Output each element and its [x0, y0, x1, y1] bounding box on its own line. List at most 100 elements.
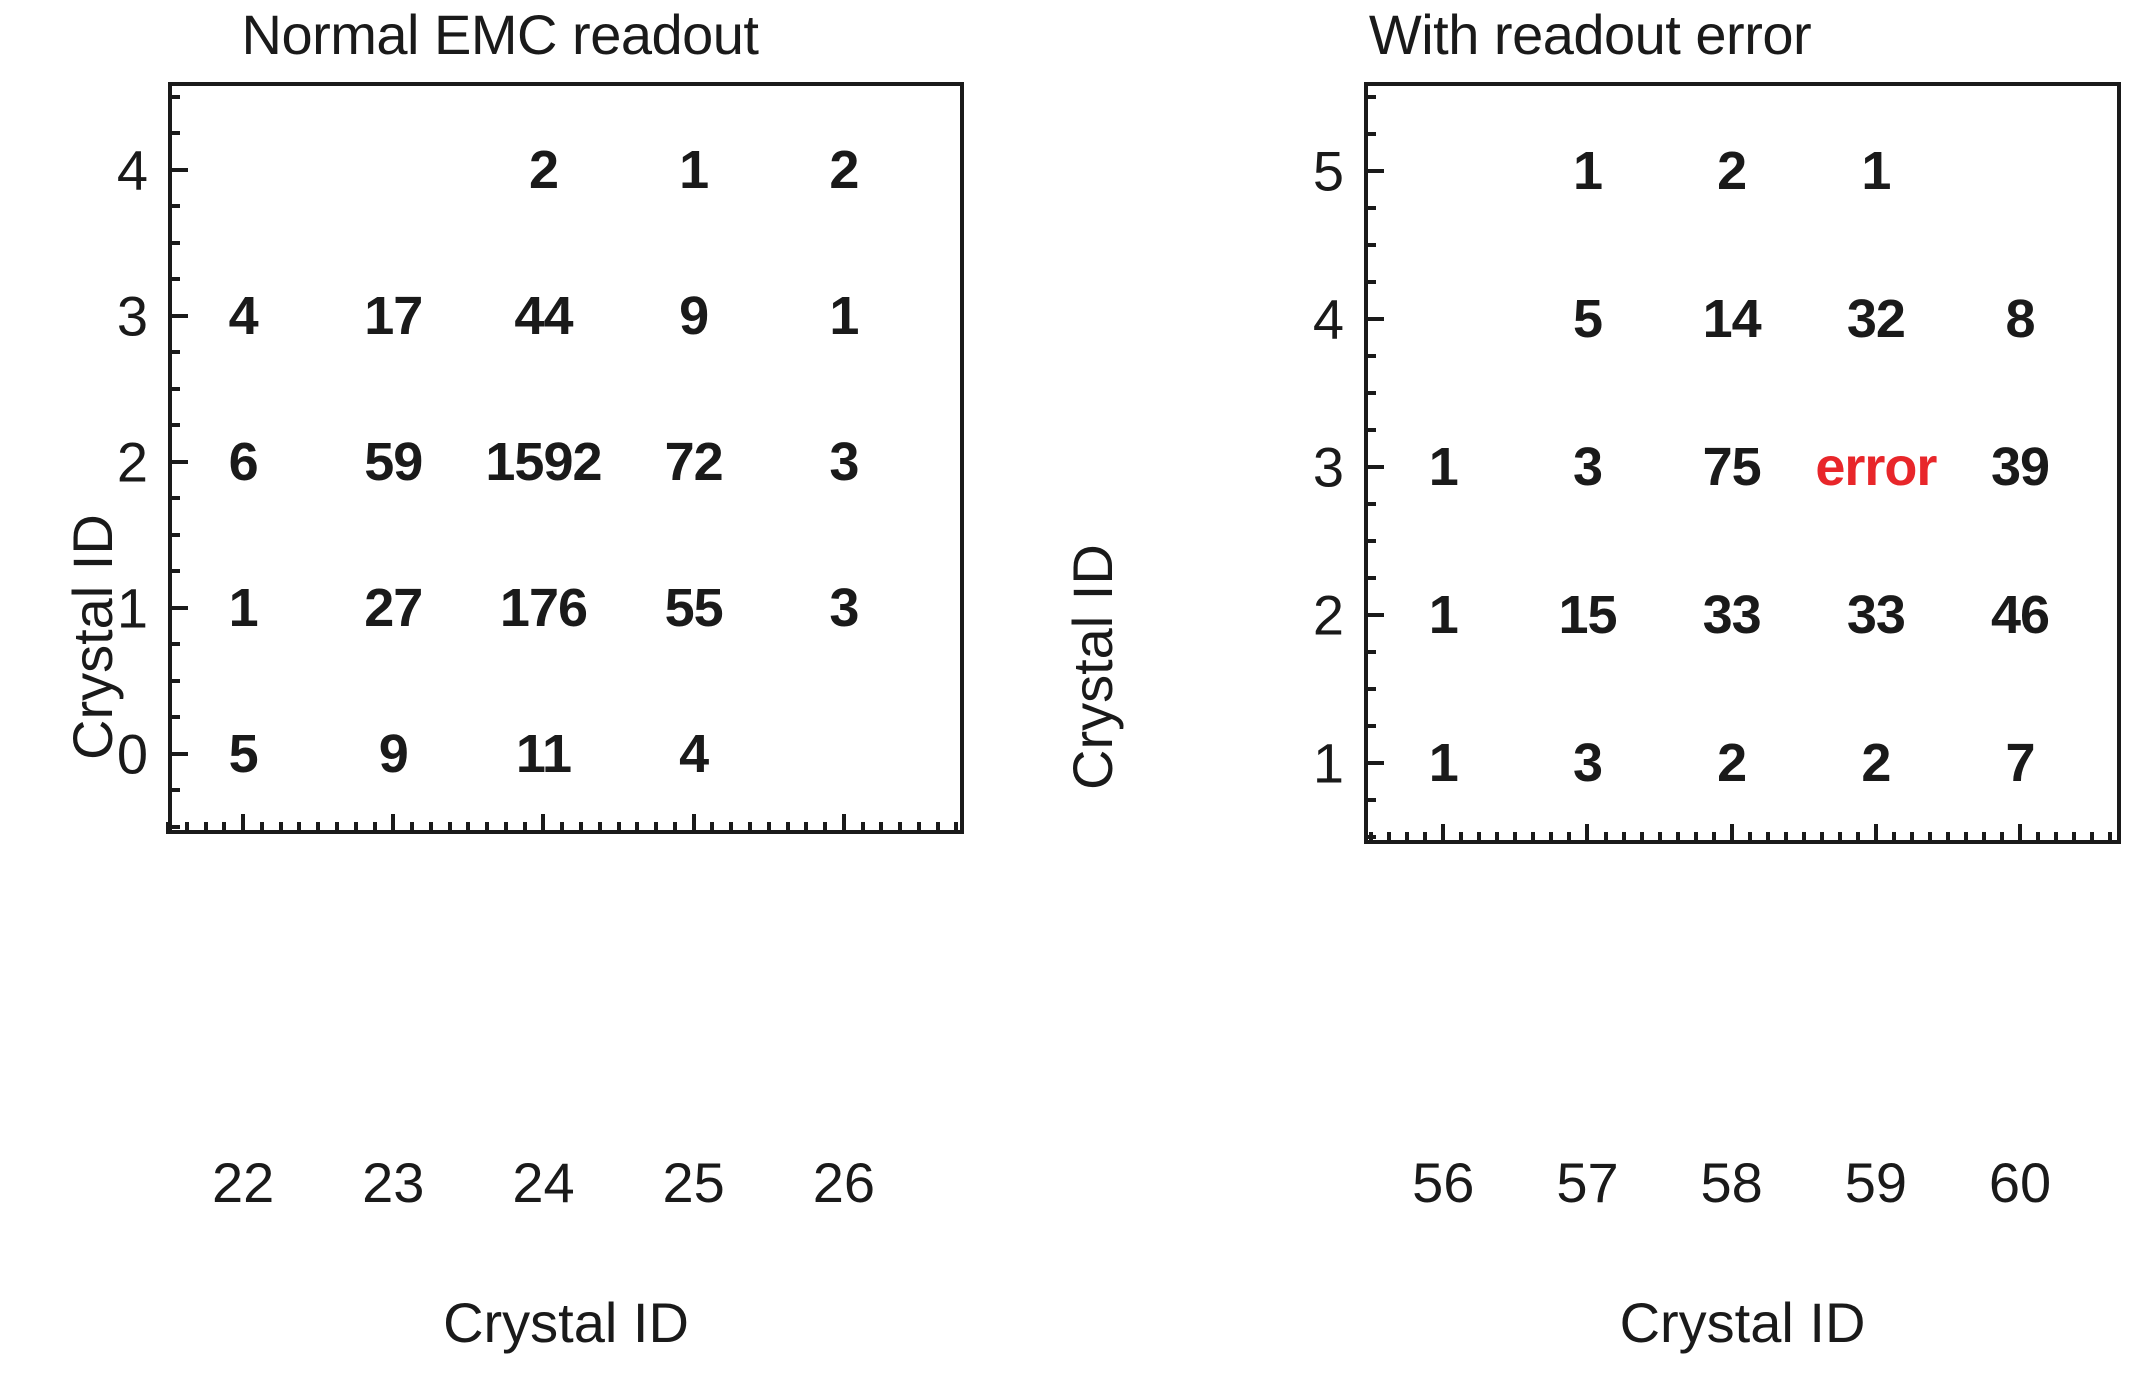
x-axis-minor-tick: [184, 822, 189, 834]
cell-value: 55: [664, 577, 724, 638]
cell-value: 1: [829, 285, 859, 346]
cell-value: 1: [1428, 584, 1459, 645]
y-axis-major-tick: [168, 459, 188, 464]
x-axis-minor-tick: [2072, 832, 2077, 844]
panel-with-readout-error: With readout error Crystal ID Crystal ID…: [1000, 0, 2155, 1375]
cell-value: 3: [1572, 436, 1603, 497]
x-axis-minor-tick: [597, 822, 602, 834]
y-axis-minor-tick: [168, 788, 180, 793]
y-axis-minor-tick: [1364, 686, 1376, 691]
x-axis-minor-tick: [1855, 832, 1860, 844]
cell-value: 33: [1846, 584, 1906, 645]
x-axis-tick-label: 56: [1412, 1151, 1475, 1214]
y-axis-tick-label: 1: [116, 576, 148, 640]
x-axis-minor-tick: [1982, 832, 1987, 844]
y-axis-major-tick: [1364, 168, 1384, 173]
x-axis-minor-tick: [860, 822, 865, 834]
x-axis-minor-tick: [278, 822, 283, 834]
y-axis-minor-tick: [168, 569, 180, 574]
x-axis-minor-tick: [1531, 832, 1536, 844]
x-axis-tick-label: 60: [1988, 1151, 2052, 1214]
cell-value: 2: [1861, 732, 1891, 793]
x-axis-major-tick: [691, 814, 696, 834]
y-axis-minor-tick: [1364, 279, 1376, 284]
x-axis-minor-tick: [1621, 832, 1626, 844]
x-axis-tick-label: 22: [211, 1151, 275, 1214]
x-axis-minor-tick: [1891, 832, 1896, 844]
y-axis-minor-tick: [168, 386, 180, 391]
cell-value: 11: [515, 723, 572, 784]
x-axis-minor-tick: [1765, 832, 1770, 844]
x-axis-minor-tick: [297, 822, 302, 834]
cell-value: 3: [1572, 732, 1603, 793]
cell-value: 8: [2005, 288, 2036, 349]
x-axis-minor-tick: [879, 822, 884, 834]
x-axis-minor-tick: [766, 822, 771, 834]
x-axis-major-tick: [241, 814, 246, 834]
x-axis-minor-tick: [1513, 832, 1518, 844]
x-axis-minor-tick: [898, 822, 903, 834]
x-axis-major-tick: [1729, 824, 1734, 844]
x-axis-minor-tick: [823, 822, 828, 834]
x-axis-minor-tick: [1657, 832, 1662, 844]
x-axis-minor-tick: [1567, 832, 1572, 844]
y-axis-minor-tick: [168, 277, 180, 282]
x-axis-minor-tick: [1693, 832, 1698, 844]
cell-value: 72: [664, 431, 724, 492]
x-axis-minor-tick: [466, 822, 471, 834]
x-axis-minor-tick: [710, 822, 715, 834]
y-axis-tick-label: 3: [116, 284, 148, 348]
y-axis-minor-tick: [168, 350, 180, 355]
x-axis-minor-tick: [1945, 832, 1950, 844]
cell-value: 9: [378, 723, 409, 784]
x-axis-minor-tick: [1405, 832, 1410, 844]
y-axis-minor-tick: [1364, 538, 1376, 543]
x-axis-tick-label: 26: [812, 1151, 875, 1214]
y-axis-minor-tick: [1364, 94, 1376, 99]
y-axis-tick-label: 5: [1312, 139, 1344, 203]
cell-value: 4: [679, 723, 709, 784]
cell-value: 9: [679, 285, 709, 346]
x-axis-minor-tick: [166, 822, 170, 834]
y-axis-tick-label: 2: [116, 430, 148, 494]
x-axis-minor-tick: [1837, 832, 1842, 844]
y-axis-major-tick: [168, 605, 188, 610]
y-axis-minor-tick: [168, 423, 180, 428]
x-axis-minor-tick: [2000, 832, 2005, 844]
cell-value: 1: [1572, 140, 1603, 201]
y-axis-tick-label: 2: [1312, 583, 1344, 647]
x-axis-minor-tick: [935, 822, 940, 834]
y-axis-minor-tick: [1364, 390, 1376, 395]
x-axis-major-tick: [541, 814, 546, 834]
x-axis-minor-tick: [954, 822, 959, 834]
y-axis-minor-tick: [1364, 205, 1376, 210]
cell-value: 176: [499, 577, 588, 638]
cell-value: 6: [228, 431, 259, 492]
y-axis-minor-tick: [1364, 649, 1376, 654]
x-axis-minor-tick: [785, 822, 790, 834]
cell-value: 27: [364, 577, 423, 638]
x-axis-minor-tick: [1711, 832, 1716, 844]
x-axis-minor-tick: [729, 822, 734, 834]
x-axis-minor-tick: [1423, 832, 1428, 844]
x-axis-minor-tick: [485, 822, 490, 834]
plot-frame-left: [168, 82, 964, 834]
x-axis-minor-tick: [334, 822, 339, 834]
x-axis-minor-tick: [2036, 832, 2041, 844]
x-axis-minor-tick: [1387, 832, 1392, 844]
x-axis-title-right: Crystal ID: [1619, 1291, 1866, 1354]
cell-value: 59: [364, 431, 423, 492]
cell-value: 1: [1428, 732, 1459, 793]
x-axis-minor-tick: [1819, 832, 1824, 844]
cell-value: 3: [829, 431, 859, 492]
cell-value: 1: [679, 139, 709, 200]
y-axis-minor-tick: [168, 204, 180, 209]
y-axis-minor-tick: [168, 715, 180, 720]
x-axis-minor-tick: [635, 822, 640, 834]
x-axis-minor-tick: [1909, 832, 1914, 844]
y-axis-minor-tick: [1364, 797, 1376, 802]
y-axis-minor-tick: [168, 532, 180, 537]
x-axis-major-tick: [841, 814, 846, 834]
y-axis-major-tick: [1364, 316, 1384, 321]
cell-value: 2: [528, 139, 559, 200]
